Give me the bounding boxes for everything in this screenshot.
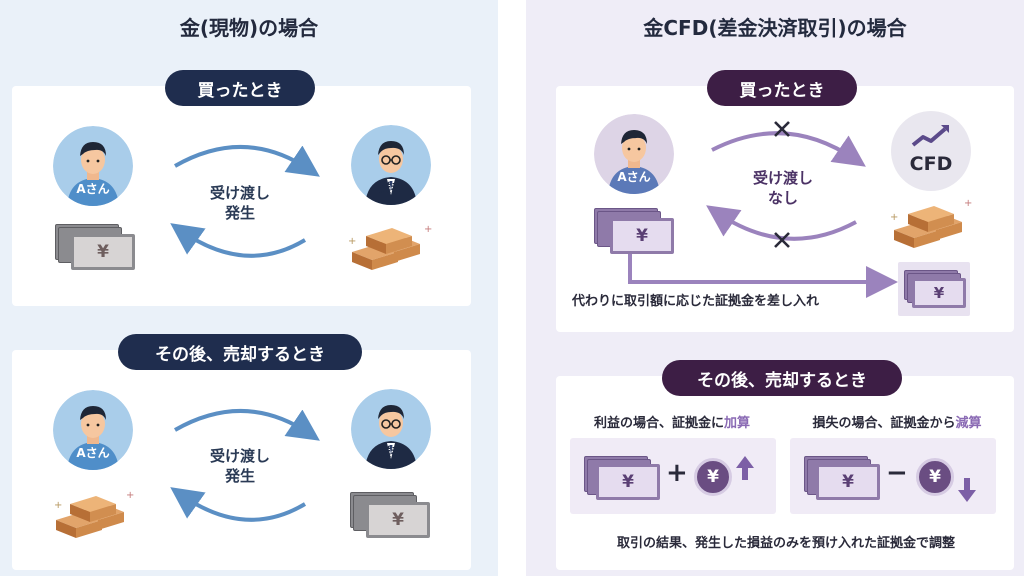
transfer-label-cfd: 受け渡し なし bbox=[752, 169, 813, 207]
yen-banknote-stack-icon: ¥ bbox=[350, 492, 430, 538]
person-avatar-icon: Aさん bbox=[53, 126, 133, 206]
person-name: Aさん bbox=[76, 182, 110, 196]
yen-banknote-stack-icon: ¥ bbox=[55, 224, 135, 270]
profit-caption: 利益の場合、証拠金に加算 bbox=[593, 416, 751, 431]
person-name: Aさん bbox=[617, 170, 651, 184]
cfd-gold-panel: 金CFD(差金決済取引)の場合 買ったとき Aさん CFD 受け渡し なし ¥ … bbox=[526, 0, 1024, 576]
chart-trend-up-icon bbox=[911, 125, 949, 147]
dealer-avatar-icon: 業者 bbox=[351, 125, 431, 205]
yen-banknote-stack-icon: ¥ bbox=[804, 456, 880, 500]
transfer-label-sell-physical: 受け渡し 発生 bbox=[209, 447, 270, 485]
margin-caption: 代わりに取引額に応じた証拠金を差し入れ bbox=[572, 294, 820, 309]
physical-gold-panel: 金(現物)の場合 買ったとき Aさん 業者 受け渡し 発生 bbox=[0, 0, 498, 576]
panel-title-cfd: 金CFD(差金決済取引)の場合 bbox=[643, 16, 907, 40]
buy-pill-physical: 買ったとき bbox=[165, 70, 315, 106]
dealer-name: 業者 bbox=[378, 181, 403, 195]
panel-title-physical: 金(現物)の場合 bbox=[179, 16, 319, 40]
person-name: Aさん bbox=[76, 446, 110, 460]
transfer-label-buy-physical: 受け渡し 発生 bbox=[209, 184, 270, 222]
sell-pill-cfd: その後、売却するとき bbox=[662, 360, 902, 396]
yen-coin-icon: ¥ bbox=[694, 458, 732, 496]
yen-banknote-stack-icon: ¥ bbox=[594, 208, 674, 254]
dealer-avatar-icon: 業者 bbox=[351, 389, 431, 469]
cfd-badge: CFD bbox=[891, 111, 971, 191]
yen-banknote-stack-icon: ¥ bbox=[904, 270, 966, 308]
buy-pill-cfd: 買ったとき bbox=[707, 70, 857, 106]
yen-banknote-stack-icon: ¥ bbox=[584, 456, 660, 500]
person-avatar-icon: Aさん bbox=[594, 114, 674, 194]
adjustment-caption: 取引の結果、発生した損益のみを預け入れた証拠金で調整 bbox=[616, 536, 955, 551]
minus-sign: − bbox=[886, 458, 908, 488]
cfd-label: CFD bbox=[909, 153, 953, 175]
loss-caption: 損失の場合、証拠金から減算 bbox=[812, 416, 982, 431]
sell-pill-physical: その後、売却するとき bbox=[118, 334, 362, 370]
person-avatar-icon: Aさん bbox=[53, 390, 133, 470]
dealer-name: 業者 bbox=[378, 445, 403, 459]
plus-sign: + bbox=[666, 458, 688, 488]
yen-coin-icon: ¥ bbox=[916, 458, 954, 496]
